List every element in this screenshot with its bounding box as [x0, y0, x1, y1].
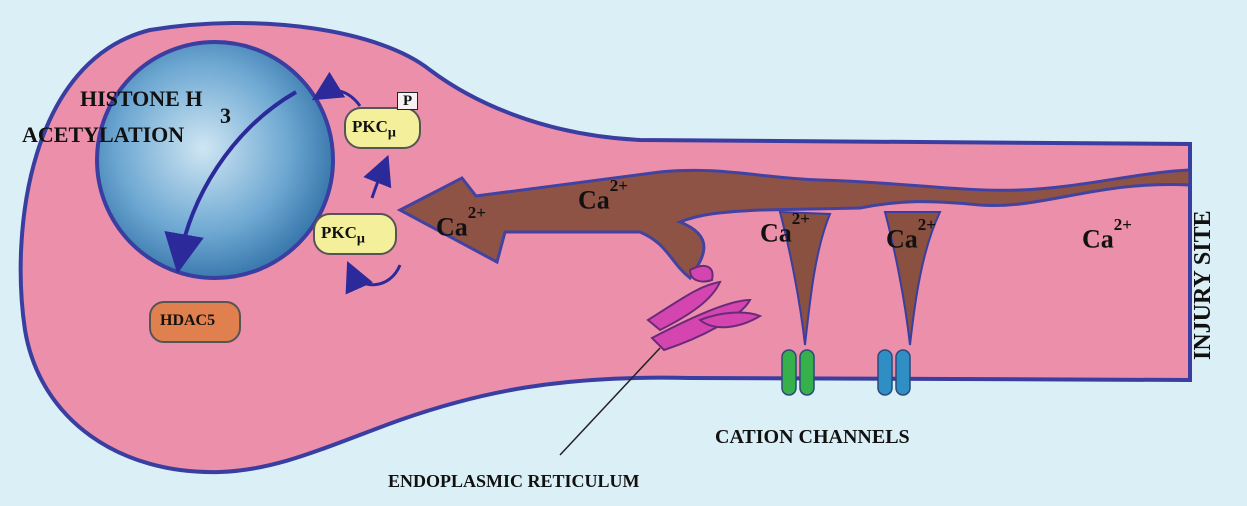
pkc-top-label: PKCμ	[352, 118, 396, 140]
calcium-label-4: Ca2+	[886, 224, 936, 253]
injury-site-label: INJURY SITE	[1190, 210, 1217, 360]
calcium-charge: 2+	[918, 215, 936, 234]
calcium-charge: 2+	[792, 209, 810, 228]
cation-channels-label: CATION CHANNELS	[715, 427, 910, 447]
calcium-label-2: Ca2+	[578, 185, 628, 214]
calcium-symbol: Ca	[436, 213, 468, 242]
calcium-label-5: Ca2+	[1082, 224, 1132, 253]
calcium-symbol: Ca	[578, 186, 610, 215]
hdac5-label: HDAC5	[160, 313, 215, 329]
pkc-bottom-text: PKC	[321, 223, 357, 242]
histone-subscript: 3	[220, 103, 231, 129]
pkc-top-text: PKC	[352, 117, 388, 136]
calcium-label-3: Ca2+	[760, 218, 810, 247]
calcium-charge: 2+	[468, 203, 486, 222]
pkc-bottom-label: PKCμ	[321, 224, 365, 246]
pkc-bottom-mu: μ	[357, 230, 365, 246]
calcium-symbol: Ca	[1082, 225, 1114, 254]
calcium-label-1: Ca2+	[436, 212, 486, 241]
calcium-symbol: Ca	[760, 219, 792, 248]
pkc-top-mu: μ	[388, 124, 396, 140]
phospho-label: P	[397, 92, 418, 110]
calcium-charge: 2+	[1114, 215, 1132, 234]
acetylation-label: ACETYLATION	[22, 124, 184, 146]
histone-label: HISTONE H	[80, 88, 202, 110]
calcium-charge: 2+	[610, 176, 628, 195]
endoplasmic-reticulum-label: ENDOPLASMIC RETICULUM	[388, 472, 640, 490]
calcium-symbol: Ca	[886, 225, 918, 254]
nucleus	[97, 42, 333, 278]
